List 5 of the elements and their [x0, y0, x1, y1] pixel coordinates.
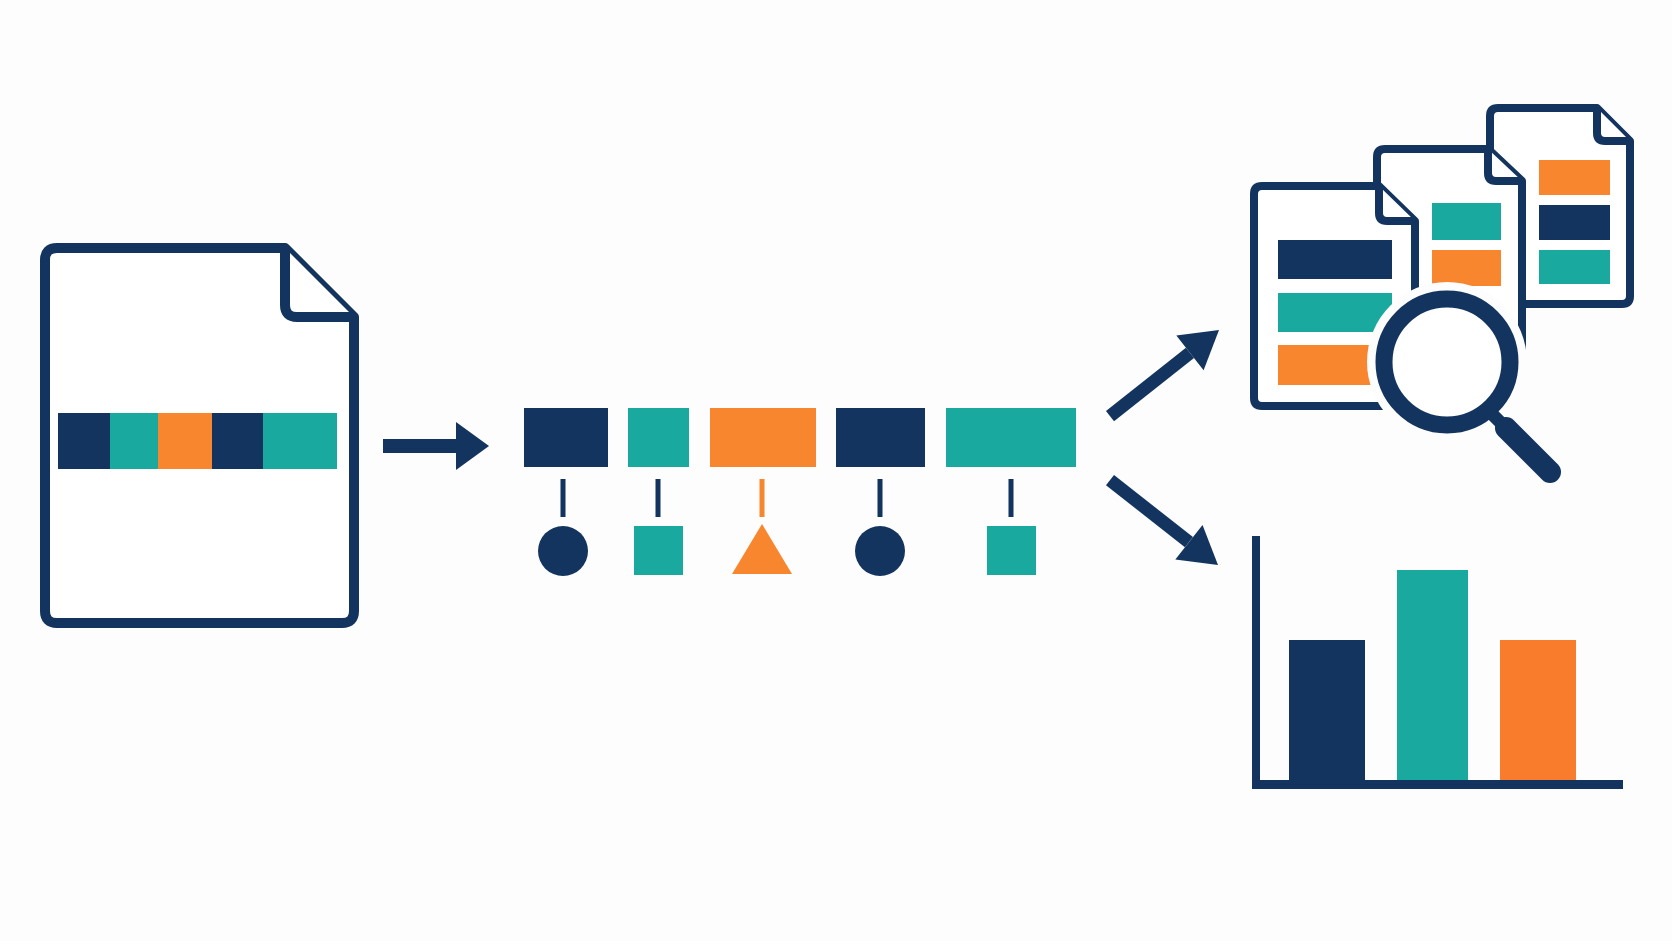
colored-blocks-with-symbols-illustration: [524, 408, 1076, 576]
documents-with-magnifier-illustration: [1250, 104, 1634, 485]
document-illustration: [40, 243, 359, 628]
bar-chart-illustration: [1252, 536, 1623, 789]
arrow: [383, 421, 489, 470]
